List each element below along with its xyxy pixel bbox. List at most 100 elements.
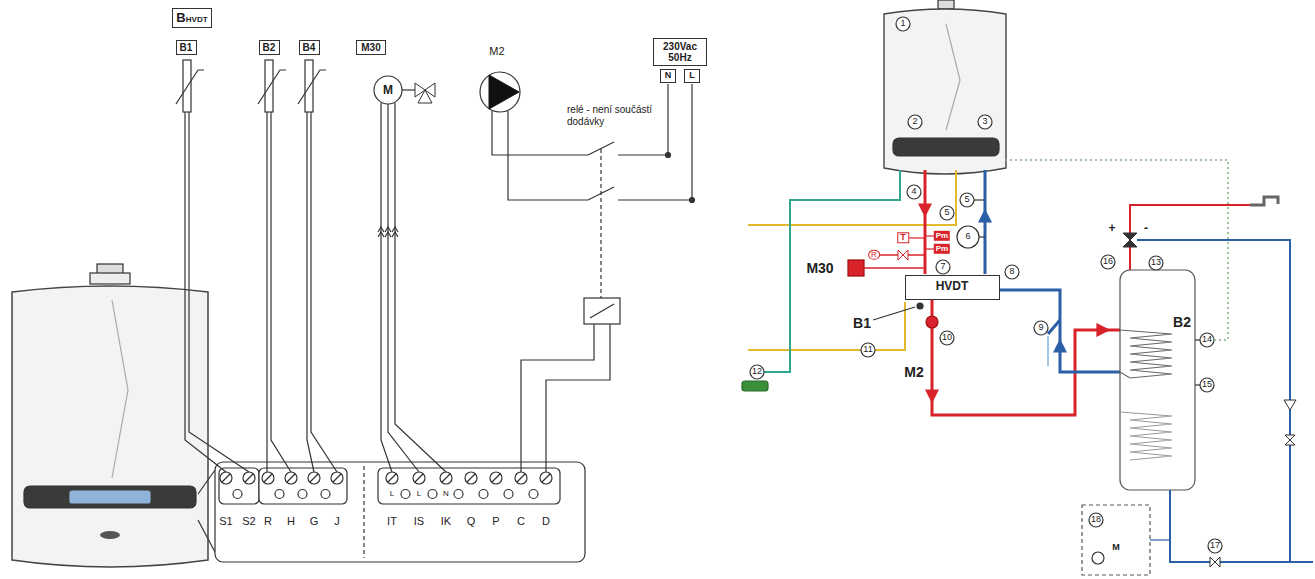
valve-symbol	[903, 250, 908, 260]
terminal-hole	[479, 490, 488, 499]
boiler-contour	[946, 24, 960, 130]
terminal-screw	[413, 472, 425, 484]
callout-number: 7	[939, 262, 946, 271]
callout-circle	[940, 331, 954, 345]
pressure-tag: Pm	[934, 244, 950, 254]
pin-label: G	[309, 516, 320, 528]
terminal-screw	[540, 472, 552, 484]
flue	[938, 0, 954, 9]
boiler-contour	[112, 300, 128, 478]
sensor-lead	[925, 235, 934, 236]
actuator-tag: M30	[356, 40, 386, 55]
junction-dot	[690, 198, 695, 203]
cable-mark	[385, 232, 391, 237]
sensor-tag: T	[897, 232, 909, 243]
pin-label: C	[516, 516, 526, 528]
symbol-letter: M	[1111, 543, 1121, 552]
callout-number: 16	[1102, 257, 1114, 266]
callout-number: 11	[862, 345, 873, 354]
terminal-hole	[401, 490, 410, 499]
terminal-hole	[298, 490, 307, 499]
callout-wedge	[198, 470, 215, 494]
callout-circle	[861, 343, 875, 357]
filter-symbol	[1048, 320, 1060, 334]
valve-stem	[402, 89, 415, 90]
screw-slot	[442, 474, 450, 482]
pin-label: IK	[440, 516, 452, 528]
valve-symbol	[1285, 435, 1295, 440]
flue	[90, 273, 130, 284]
wire	[189, 112, 249, 472]
callout-circle	[1149, 256, 1163, 270]
separator-box: HVDT	[905, 275, 1000, 300]
part-label: M2	[903, 365, 924, 380]
callout-circle	[908, 115, 922, 129]
pin-label: Q	[466, 516, 477, 528]
node-text: HVDT	[936, 280, 969, 293]
screw-slot	[388, 474, 396, 482]
valve-symbol	[1210, 557, 1215, 567]
node-text: B2	[263, 42, 276, 53]
node-text: B1	[180, 42, 193, 53]
sensor-symbol	[298, 70, 326, 104]
junction-dot	[666, 153, 671, 158]
return-pipe	[984, 170, 987, 274]
screw-slot	[310, 474, 318, 482]
terminal-group	[378, 468, 560, 504]
callout-number: 5	[963, 195, 970, 204]
terminal-screw	[262, 472, 274, 484]
part-label: M30	[805, 261, 834, 276]
terminal-screw	[440, 472, 452, 484]
pin-label: S1	[218, 516, 233, 528]
valve-symbol	[898, 250, 903, 260]
terminal-screw	[308, 472, 320, 484]
callout-number: 14	[1201, 335, 1213, 344]
callout-circle	[750, 365, 764, 379]
actuator-link	[864, 267, 925, 269]
drain-pipe	[1047, 336, 1049, 366]
cable-mark	[392, 232, 398, 237]
callout-number: 12	[751, 367, 763, 376]
callout-circle	[978, 115, 992, 129]
leader-line	[873, 307, 915, 320]
terminal-screw	[465, 472, 477, 484]
wire	[618, 154, 668, 155]
pump-symbol	[1092, 552, 1104, 564]
callout-number: 8	[1008, 267, 1015, 276]
terminal-hole	[529, 490, 538, 499]
part-label: +	[1107, 222, 1116, 235]
callout-number: 15	[1201, 380, 1213, 389]
sensor-tag: B1	[176, 40, 197, 55]
note-text: relé - není součástí dodávky	[566, 104, 658, 128]
node-text: HVDT	[186, 16, 208, 25]
terminal-screw	[490, 472, 502, 484]
part-label: B1	[852, 316, 872, 331]
motor-symbol	[374, 76, 402, 104]
terminal-hole	[321, 490, 330, 499]
check-valve	[1284, 400, 1296, 410]
flow-pipe	[924, 170, 927, 274]
pump-symbol	[480, 72, 520, 112]
part-label: B2	[1172, 315, 1192, 330]
callout-circle	[1200, 378, 1214, 392]
callout-circle	[1101, 255, 1115, 269]
flow-arrow	[931, 388, 933, 402]
leader-line	[1195, 339, 1200, 340]
flow-arrow	[924, 205, 926, 216]
mixing-valve	[1123, 240, 1137, 247]
callout-circle	[896, 17, 910, 31]
pin-label: IS	[413, 516, 425, 528]
tap-icon	[1250, 197, 1278, 205]
pin-label: S2	[241, 516, 256, 528]
callout-circle	[940, 206, 954, 220]
node-text: N	[665, 71, 672, 81]
node-text: L	[689, 71, 695, 81]
pin-label: P	[491, 516, 500, 528]
relay-coil	[584, 298, 620, 324]
terminal-screw	[515, 472, 527, 484]
leader-line	[974, 199, 985, 200]
boiler-body	[884, 9, 1006, 174]
wire	[691, 84, 692, 200]
